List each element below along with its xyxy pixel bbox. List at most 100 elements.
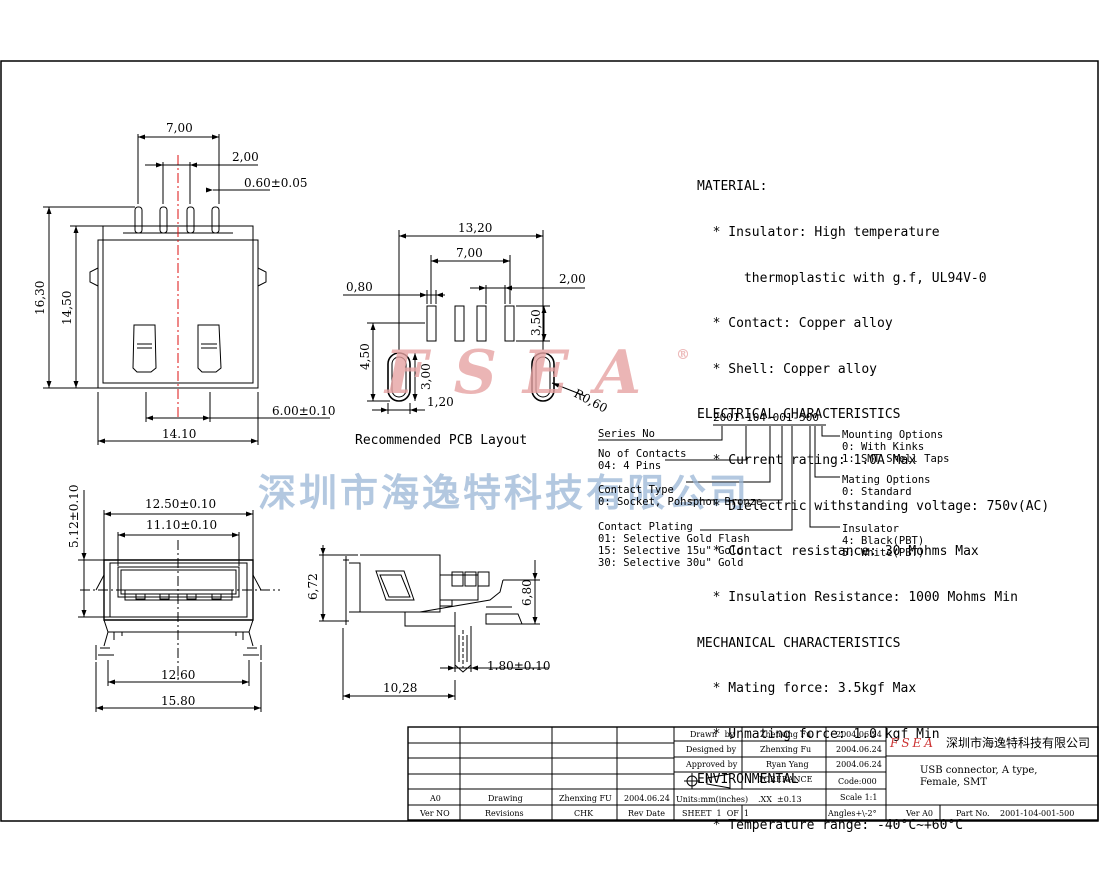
dim-front-1110: 11.10±0.10 bbox=[146, 518, 217, 532]
tb-logo: FSEA bbox=[890, 736, 936, 750]
tb-rev-a0: A0 bbox=[430, 794, 441, 803]
watermark-logo: FSEA bbox=[385, 338, 668, 408]
tb-ver: Ver A0 bbox=[906, 809, 934, 818]
tb-angles: Angles+\-2° bbox=[828, 809, 877, 818]
spec-line: ELECTRICAL CHARACTERISTICS bbox=[697, 407, 901, 423]
tb-designed-label: Designed by bbox=[686, 745, 737, 754]
tb-h-revisions: Revisions bbox=[485, 809, 524, 818]
dim-side-672: 6,72 bbox=[306, 573, 320, 600]
top-view bbox=[43, 134, 330, 445]
tb-part-label: Part No. bbox=[956, 809, 990, 818]
side-view bbox=[319, 545, 548, 700]
dim-top-pin: 0.60±0.05 bbox=[244, 176, 308, 190]
spec-line: * Shell: Copper alloy bbox=[697, 361, 878, 377]
spec-line: * Unmating force: 1.0 kgf Min bbox=[697, 726, 940, 742]
title-block-grid bbox=[407, 726, 1099, 821]
pcb-pad-3 bbox=[476, 305, 487, 342]
spec-line: * Insulation Resistance: 1000 Mohms Min bbox=[697, 589, 1018, 605]
front-view-arrows bbox=[81, 511, 261, 711]
tb-xx: .XX ±0.13 bbox=[758, 795, 802, 804]
spec-line: * Dielectric withstanding voltage: 750v(… bbox=[697, 498, 1050, 514]
dim-front-1580: 15.80 bbox=[161, 694, 195, 708]
pcb-arrows bbox=[370, 233, 560, 413]
spec-line: * Contact: Copper alloy bbox=[697, 316, 893, 332]
ordering-mounting: Mounting Options 0: With Kinks 1: SMT Sh… bbox=[842, 429, 950, 465]
top-view-arrows bbox=[46, 134, 258, 444]
sheet-border bbox=[0, 60, 1099, 822]
tb-h-chk: CHK bbox=[574, 809, 594, 818]
spec-line: MECHANICAL CHARACTERISTICS bbox=[697, 635, 901, 651]
dim-pcb-300: 3,00 bbox=[419, 363, 433, 390]
tb-part-no: 2001-104-001-500 bbox=[1000, 809, 1075, 818]
tb-designed-date: 2004.06.24 bbox=[836, 745, 882, 754]
tb-designed-by: Zhenxing Fu bbox=[760, 745, 812, 754]
tb-h-ver: Ver NO bbox=[420, 809, 450, 818]
ordering-insulator: Insulator 4: Black(PBT) 5: White(PBT) bbox=[842, 523, 925, 559]
part-code-leaders bbox=[598, 424, 840, 531]
ordering-series: Series No bbox=[598, 428, 655, 440]
pcb-pad-1 bbox=[426, 305, 437, 342]
tb-drawn-label: Drawn by bbox=[690, 730, 735, 739]
ordering-plating: Contact Plating 01: Selective Gold Flash… bbox=[598, 521, 750, 569]
spec-line: * Temperature range: -40°C~+60°C bbox=[697, 817, 964, 833]
tb-h-revdate: Rev Date bbox=[628, 809, 665, 818]
spec-line: * Contact resistance: 30 Mohms Max bbox=[697, 544, 979, 560]
tb-units: Units:mm(inches) bbox=[676, 795, 749, 804]
pcb-slot-left bbox=[387, 352, 411, 402]
spec-line: * Current rating: 1.0A Max bbox=[697, 453, 917, 469]
spec-line: ENVIRONMENTAL bbox=[697, 772, 799, 788]
spec-line: * Insulator: High temperature bbox=[697, 225, 940, 241]
tb-scale: Scale 1:1 bbox=[840, 793, 878, 802]
dim-pcb-350: 3,50 bbox=[529, 309, 543, 336]
ordering-contacts: No of Contacts 04: 4 Pins bbox=[598, 448, 687, 472]
dim-side-1028: 10,28 bbox=[383, 681, 417, 695]
dim-front-1250: 12.50±0.10 bbox=[145, 497, 216, 511]
ordering-type: Contact Type 0: Socket, Pohsphor Bronze bbox=[598, 484, 763, 508]
spec-line: MATERIAL: bbox=[697, 179, 768, 195]
tb-approved-date: 2004.06.24 bbox=[836, 760, 882, 769]
pcb-caption: Recommended PCB Layout bbox=[355, 433, 528, 448]
pcb-slot-right bbox=[531, 352, 555, 402]
dim-pcb-450: 4,50 bbox=[358, 343, 372, 370]
tb-rev-date: 2004.06.24 bbox=[624, 794, 670, 803]
watermark-company: 深圳市海逸特科技有限公司 bbox=[258, 470, 751, 515]
side-view-arrows bbox=[320, 548, 538, 699]
dim-top-7: 7,00 bbox=[166, 121, 193, 135]
tb-approved-by: Ryan Yang bbox=[766, 760, 809, 769]
pcb-pad-2 bbox=[454, 305, 465, 342]
tb-drawn-date: 2004.06.24 bbox=[836, 730, 882, 739]
tb-approved-label: Approved by bbox=[686, 760, 738, 769]
dim-top-2: 2,00 bbox=[232, 150, 259, 164]
spec-line: * Mating force: 3.5kgf Max bbox=[697, 681, 917, 697]
ordering-mating: Mating Options 0: Standard bbox=[842, 474, 931, 498]
tb-code: Code:000 bbox=[838, 777, 877, 786]
dim-front-512: 5.12±0.10 bbox=[67, 485, 81, 549]
tb-sheet: SHEET 1 OF 1 bbox=[682, 809, 750, 818]
dim-pcb-200: 2,00 bbox=[559, 272, 586, 286]
dim-pcb-080: 0,80 bbox=[346, 280, 373, 294]
tb-drawn-by: Zhenxing Fu bbox=[760, 730, 812, 739]
part-code: 2001-104-001-500 bbox=[713, 411, 819, 424]
dim-h-1450: 14,50 bbox=[60, 291, 74, 325]
spec-line: thermoplastic with g.f, UL94V-0 bbox=[697, 270, 987, 286]
tb-company: 深圳市海逸特科技有限公司 bbox=[946, 736, 1091, 750]
watermark-registered: ® bbox=[676, 347, 690, 363]
dim-w-1410: 14.10 bbox=[162, 427, 196, 441]
tb-rev-drawing: Drawing bbox=[488, 794, 523, 803]
front-view bbox=[78, 490, 280, 712]
dim-pcb-700: 7,00 bbox=[456, 246, 483, 260]
tb-rev-by: Zhenxing FU bbox=[559, 794, 612, 803]
pcb-pad-4 bbox=[504, 305, 515, 342]
tb-description: USB connector, A type, Female, SMT bbox=[920, 765, 1038, 788]
dim-side-680: 6,80 bbox=[520, 579, 534, 606]
dim-h-1630: 16,30 bbox=[33, 281, 47, 315]
dim-pcb-1320: 13,20 bbox=[458, 221, 492, 235]
dim-front-1260: 12.60 bbox=[161, 668, 195, 682]
tb-tolerance-label: TORERANCE bbox=[758, 775, 813, 784]
dim-w-600: 6.00±0.10 bbox=[272, 404, 336, 418]
specs-block: MATERIAL: * Insulator: High temperature … bbox=[697, 149, 1049, 848]
dim-side-180: 1.80±0.10 bbox=[487, 659, 551, 673]
dim-pcb-120: 1,20 bbox=[427, 395, 454, 409]
